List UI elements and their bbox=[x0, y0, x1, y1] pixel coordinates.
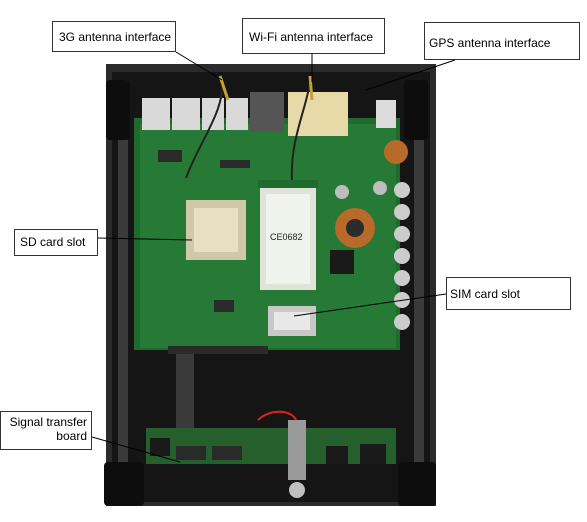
label-3g-antenna-interface: 3G antenna interface bbox=[52, 21, 176, 52]
label-signal-transfer-line1: Signal transfer bbox=[9, 415, 87, 429]
leader-lines bbox=[91, 51, 456, 463]
label-sd-card-slot: SD card slot bbox=[14, 229, 98, 256]
signal-transfer-board bbox=[146, 410, 396, 498]
label-gps-antenna-interface: GPS antenna interface bbox=[424, 22, 580, 60]
antenna-cables bbox=[185, 75, 314, 181]
main-board bbox=[134, 92, 410, 350]
label-signal-transfer-line2: board bbox=[56, 429, 87, 443]
module-print-text: CE0682 bbox=[270, 232, 303, 242]
label-sim-card-slot: SIM card slot bbox=[446, 277, 571, 310]
label-signal-transfer-board: Signal transfer board bbox=[0, 411, 92, 450]
label-wifi-antenna-interface: Wi-Fi antenna interface bbox=[242, 18, 385, 54]
ribbon-cable bbox=[168, 346, 268, 434]
